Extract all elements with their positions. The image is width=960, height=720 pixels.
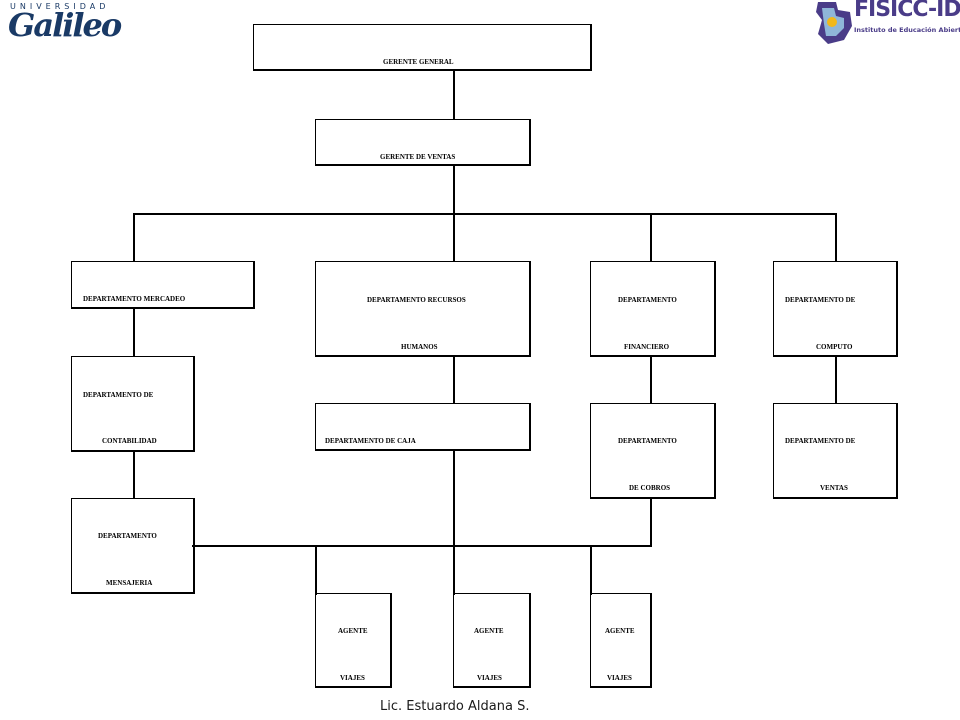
connector (453, 70, 455, 120)
connector (133, 213, 837, 215)
connector (192, 545, 652, 547)
logo-left-top-text: UNIVERSIDAD (10, 2, 110, 11)
connector (650, 356, 652, 404)
connector (590, 545, 592, 595)
node-gerente-ventas: GERENTE DE VENTAS (315, 119, 531, 166)
universidad-galileo-logo: UNIVERSIDAD Galileo (8, 0, 122, 48)
node-label: AGENTE (474, 627, 504, 635)
node-label: DEPARTAMENTO DE (785, 296, 856, 304)
node-label: DEPARTAMENTO DE CAJA (325, 437, 416, 445)
node-departamento-mercadeo: DEPARTAMENTO MERCADEO (71, 261, 255, 309)
guatemala-map-icon (816, 2, 852, 44)
node-label: AGENTE (338, 627, 368, 635)
node-departamento-contabilidad: DEPARTAMENTO DE CONTABILIDAD (71, 356, 195, 452)
node-agente-viajes-2: AGENTE VIAJES (453, 593, 531, 688)
node-departamento-computo: DEPARTAMENTO DE COMPUTO (773, 261, 898, 357)
fisicc-idea-logo: FISICC-IDEA Instituto de Educación Abier… (814, 0, 960, 48)
connector (315, 545, 317, 595)
logo-right-main-text: FISICC-IDEA (854, 0, 960, 22)
node-label: COMPUTO (816, 343, 853, 351)
connector (835, 356, 837, 404)
logo-left-main-text: Galileo (8, 6, 122, 44)
author-footer: Lic. Estuardo Aldana S. (380, 699, 530, 714)
node-label: DEPARTAMENTO MERCADEO (83, 295, 186, 303)
node-label: MENSAJERIA (106, 579, 153, 587)
connector (133, 213, 135, 262)
node-label: DEPARTAMENTO (618, 296, 677, 304)
node-gerente-general: GERENTE GENERAL (253, 24, 592, 71)
node-agente-viajes-1: AGENTE VIAJES (315, 593, 392, 688)
node-label: DEPARTAMENTO RECURSOS (367, 296, 466, 304)
node-label: VIAJES (340, 674, 365, 682)
node-departamento-ventas: DEPARTAMENTO DE VENTAS (773, 403, 898, 499)
node-label: VIAJES (607, 674, 632, 682)
node-departamento-caja: DEPARTAMENTO DE CAJA (315, 403, 531, 451)
node-label: GERENTE DE VENTAS (380, 153, 456, 161)
node-departamento-cobros: DEPARTAMENTO DE COBROS (590, 403, 716, 499)
node-label: VENTAS (820, 484, 848, 492)
node-label: DEPARTAMENTO (618, 437, 677, 445)
connector (650, 499, 652, 547)
node-label: DEPARTAMENTO DE (785, 437, 856, 445)
node-agente-viajes-3: AGENTE VIAJES (590, 593, 652, 688)
node-label: DE COBROS (629, 484, 671, 492)
node-label: AGENTE (605, 627, 635, 635)
connector (835, 213, 837, 262)
connector (453, 356, 455, 404)
logo-right-sub-text: Instituto de Educación Abierta (854, 26, 960, 34)
node-label: VIAJES (477, 674, 502, 682)
connector (650, 213, 652, 262)
connector (133, 450, 135, 499)
node-departamento-recursos-humanos: DEPARTAMENTO RECURSOS HUMANOS (315, 261, 531, 357)
node-label: DEPARTAMENTO DE (83, 391, 154, 399)
node-label: GERENTE GENERAL (383, 58, 454, 66)
node-label: CONTABILIDAD (102, 437, 157, 445)
connector (133, 308, 135, 357)
node-label: HUMANOS (401, 343, 438, 351)
connector (453, 166, 455, 214)
node-departamento-mensajeria: DEPARTAMENTO MENSAJERIA (71, 498, 195, 594)
connector (453, 213, 455, 262)
node-label: FINANCIERO (624, 343, 670, 351)
connector (453, 450, 455, 595)
node-departamento-financiero: DEPARTAMENTO FINANCIERO (590, 261, 716, 357)
node-label: DEPARTAMENTO (98, 532, 157, 540)
